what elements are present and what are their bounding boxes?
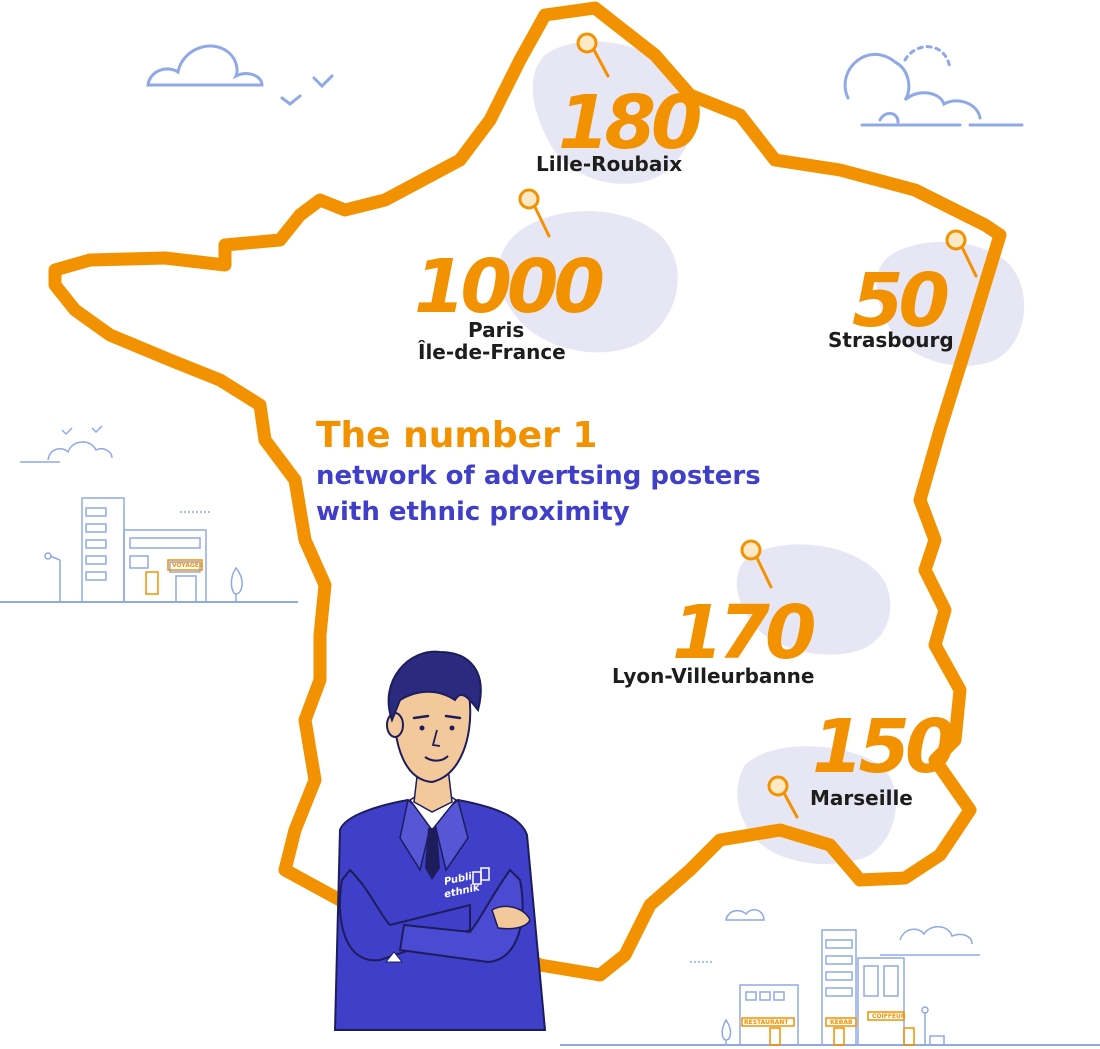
map-pin-icon [740,539,773,589]
tree-icon [230,566,243,602]
strasbourg-count: 50 [852,258,950,344]
map-pin-icon [767,775,799,819]
blob-lille [532,41,693,184]
paris-name-line2: Île-de-France [418,340,566,364]
headline-title: The number 1 [316,415,598,456]
building-icon [739,984,799,1046]
marseille-count: 150 [812,704,956,790]
brand-logo-mark [472,867,490,885]
sign-coiffeur: COIFFEUR [872,1013,906,1020]
marseille-name: Marseille [810,786,913,810]
cloud-icon [899,926,973,945]
street-lamp-icon [44,552,61,602]
cloud-icon [725,909,765,921]
cloud-icon [843,53,982,120]
sign-kebab: KEBAB [830,1019,853,1026]
blob-paris [498,211,678,353]
headline-line1: network of advertsing posters [316,461,761,491]
hair [387,650,482,723]
lyon-name: Lyon-Villeurbanne [612,664,815,688]
bird-icon [61,427,73,436]
lyon-count: 170 [672,590,816,676]
lille-count: 180 [558,80,702,166]
map-pin-icon [945,229,978,278]
strasbourg-name: Strasbourg [828,328,954,352]
sign-voyages: VOYAGES [172,562,204,569]
map-pin-icon [576,32,610,78]
street-lamp-icon [921,1006,929,1045]
sky-top-right [843,45,1024,127]
blob-lyon [736,544,891,655]
building-icon [821,929,857,1046]
building-icon [123,529,207,603]
hand [491,905,531,930]
cloud-icon [903,45,952,70]
lille-name: Lille-Roubaix [536,152,683,176]
paris-count: 1000 [414,244,605,330]
bottom-right-cityscape [560,909,1100,1046]
bird-icon [91,425,103,434]
sign-restaurant: RESTAURANT [744,1019,789,1026]
map-pin-icon [518,188,551,238]
cloud-icon [47,441,113,461]
paris-name-line1: Paris [468,318,525,342]
building-icon [81,497,125,603]
sky-top-left [146,44,334,106]
tree-icon [721,1018,732,1045]
map-pin-icons [518,32,978,819]
bird-icon [312,74,334,89]
businessman-illustration [333,650,547,1031]
building-icon [857,957,905,1046]
tie [425,828,440,880]
headline-line2: with ethnic proximity [316,497,630,527]
bird-icon [280,94,302,106]
left-cityscape [0,425,298,603]
cloud-icon [146,44,264,87]
